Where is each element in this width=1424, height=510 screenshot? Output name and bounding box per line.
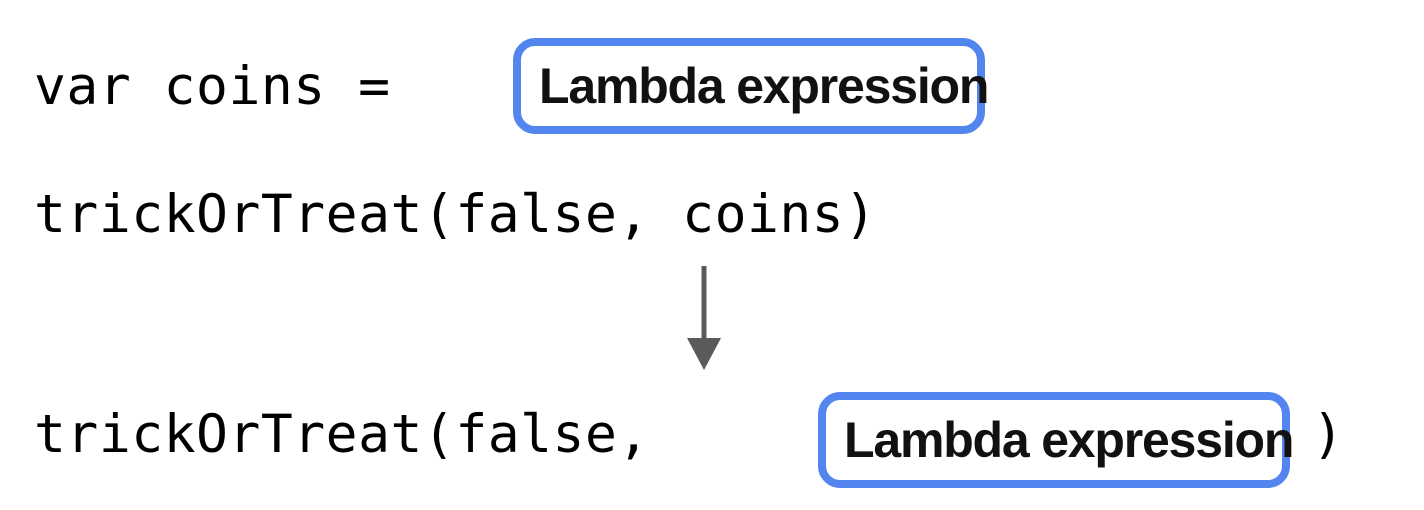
code-line-call-after: trickOrTreat(false, (34, 400, 682, 468)
lambda-expression-chip-call[interactable]: Lambda expression (818, 392, 1294, 488)
code-text-call-after-suffix: ) (1312, 403, 1345, 465)
downward-arrow-icon (687, 266, 721, 370)
code-text-declaration: var coins = (34, 55, 423, 117)
lambda-expression-chip-label: Lambda expression (539, 58, 989, 114)
code-line-declaration: var coins = (34, 52, 423, 120)
code-text-call-after-prefix: trickOrTreat(false, (34, 403, 683, 465)
lambda-expression-chip-declaration[interactable]: Lambda expression (513, 38, 989, 134)
downward-arrow (678, 262, 730, 374)
code-line-call-before: trickOrTreat(false, coins) (34, 180, 877, 248)
code-text-call-after-suffix-wrapper: ) (1312, 400, 1344, 468)
code-text-call-before: trickOrTreat(false, coins) (34, 183, 877, 245)
lambda-expression-chip-label: Lambda expression (844, 412, 1294, 468)
